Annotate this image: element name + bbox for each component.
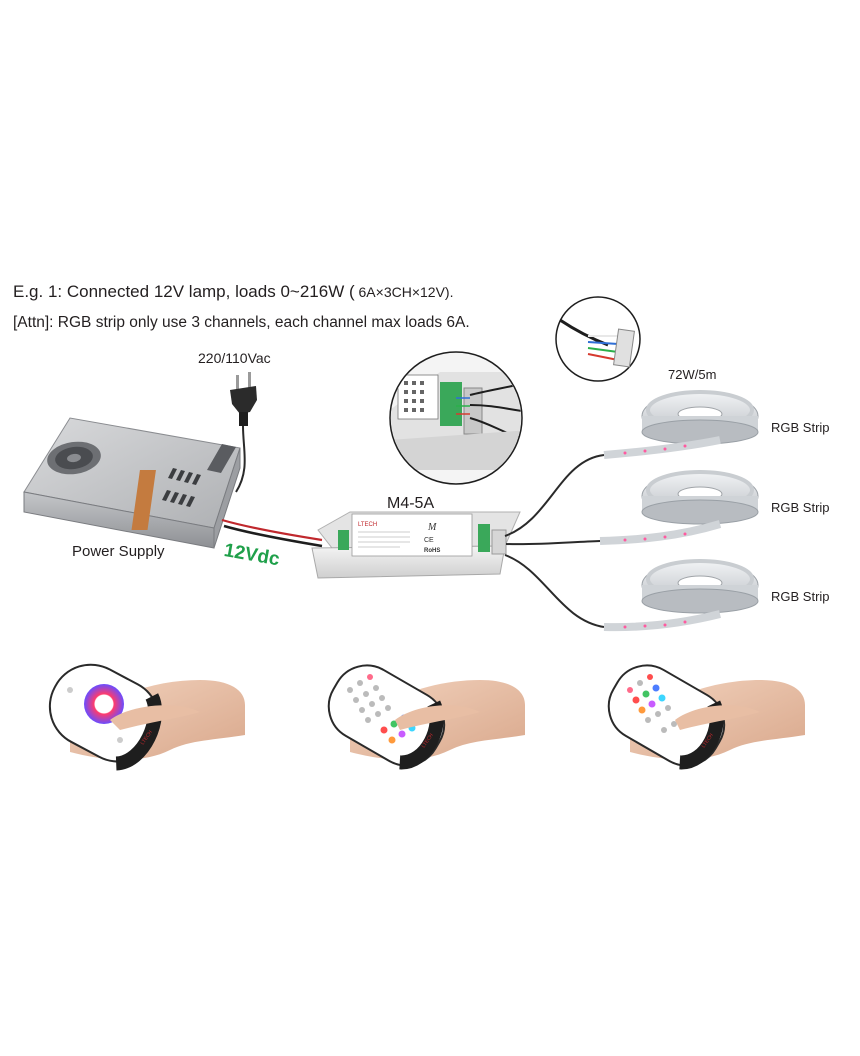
strip-power-label: 72W/5m bbox=[668, 367, 717, 382]
vent-slots bbox=[162, 468, 201, 507]
controller-m4-5a: LTECH M CE RoHS bbox=[311, 511, 521, 579]
heading-line-2: [Attn]: RGB strip only use 3 channels, e… bbox=[13, 314, 470, 331]
controller-label-plate bbox=[351, 513, 473, 557]
rgb-strip-2 bbox=[599, 470, 759, 545]
output-terminal bbox=[478, 524, 490, 552]
strip-connector-zoom-detail bbox=[555, 296, 641, 382]
strip-wires bbox=[504, 454, 605, 628]
power-terminal-block bbox=[131, 444, 236, 530]
heading-line-1: E.g. 1: Connected 12V lamp, loads 0~216W… bbox=[13, 282, 453, 302]
remote-touch-wheel: LTECH bbox=[48, 663, 245, 771]
heading-main-text: E.g. 1: Connected 12V lamp, loads 0~216W… bbox=[13, 282, 355, 301]
strip-label-1: RGB Strip bbox=[771, 420, 830, 435]
rgb-strip-3 bbox=[603, 559, 759, 632]
power-supply bbox=[23, 417, 241, 549]
controller-ce-mark: CE bbox=[424, 537, 434, 544]
controller-logo: M bbox=[427, 522, 437, 533]
remote-keypad-1: LTECH bbox=[327, 664, 525, 770]
strip-label-3: RGB Strip bbox=[771, 589, 830, 604]
rgb-strip-1 bbox=[603, 390, 759, 459]
remote-keypad-2: LTECH bbox=[607, 664, 805, 770]
controller-rohs-mark: RoHS bbox=[424, 548, 440, 554]
controller-model-label: M4-5A bbox=[387, 495, 435, 512]
terminal-zoom-detail bbox=[389, 351, 523, 485]
ac-plug-icon bbox=[230, 372, 257, 493]
strip-label-2: RGB Strip bbox=[771, 500, 830, 515]
fan-icon bbox=[47, 441, 101, 475]
input-voltage-label: 220/110Vac bbox=[198, 350, 271, 366]
input-terminal bbox=[338, 530, 349, 550]
dc-output-wires bbox=[221, 518, 323, 548]
power-supply-label: Power Supply bbox=[72, 543, 165, 560]
heading-formula-text: 6A×3CH×12V). bbox=[354, 284, 454, 300]
controller-brand: LTECH bbox=[358, 522, 377, 528]
